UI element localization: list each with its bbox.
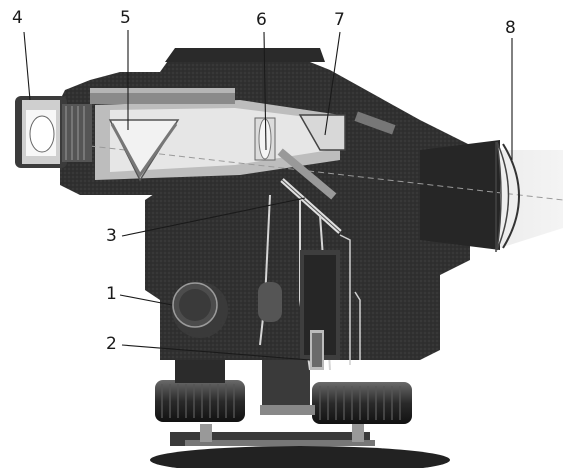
base-pin-right (352, 424, 364, 442)
objective-lens (495, 141, 520, 252)
leader-3 (121, 197, 306, 237)
callout-7: 7 (334, 10, 345, 30)
leader-2 (121, 344, 311, 361)
leader-1 (119, 294, 173, 306)
callout-1: 1 (106, 284, 117, 304)
damper-column (300, 250, 340, 370)
leader-lines (23, 30, 513, 361)
compensator-bracket (339, 234, 361, 365)
objective-tube (420, 140, 500, 250)
leader-4 (23, 31, 31, 101)
circular-level (172, 282, 282, 338)
leveling-screw-left (155, 355, 245, 422)
tripod-head (150, 446, 450, 468)
callout-2: 2 (106, 334, 117, 354)
leveling-screw-right (312, 382, 412, 424)
focusing-rod-highlight (90, 88, 235, 93)
base-pin-left (200, 424, 212, 442)
compensator-prism (298, 111, 396, 151)
callout-8: 8 (505, 18, 516, 38)
pendulum-compensator (277, 148, 342, 234)
reticle-prism (108, 119, 180, 182)
base-plate-rim (185, 440, 375, 446)
eyepiece (15, 96, 92, 168)
callout-6: 6 (256, 10, 267, 30)
center-column-ring (260, 405, 315, 415)
top-cover (165, 48, 325, 62)
base-assembly (150, 355, 450, 468)
leader-6 (263, 31, 267, 151)
callout-5: 5 (120, 8, 131, 28)
focusing-lens (254, 117, 276, 161)
callout-4: 4 (12, 8, 23, 28)
leader-7 (324, 31, 341, 136)
callout-3: 3 (106, 226, 117, 246)
